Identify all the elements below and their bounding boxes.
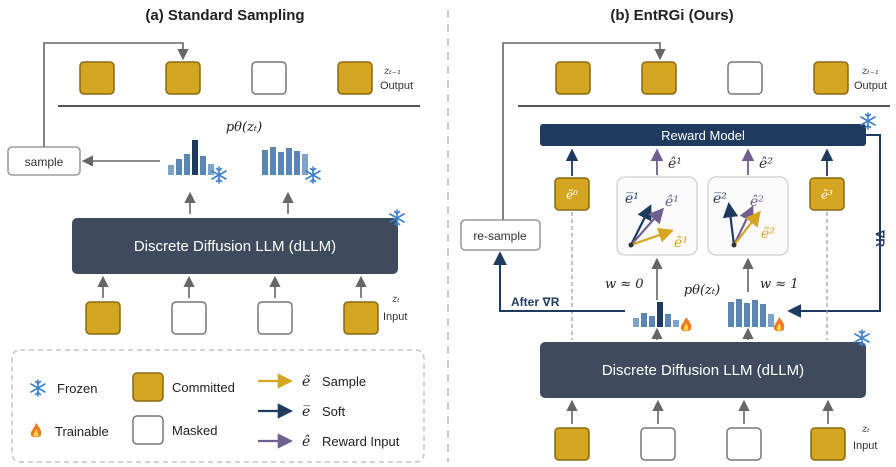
legend-sample: Sample (322, 374, 366, 389)
dllm-label: Discrete Diffusion LLM (dLLM) (602, 362, 804, 379)
e-hat-2: ê² (759, 156, 773, 172)
resample-label: re-sample (473, 229, 527, 243)
output-label: Output (854, 80, 887, 92)
legend-soft: Soft (322, 404, 346, 419)
input-token (85, 301, 121, 335)
input-token (343, 301, 379, 335)
vec1-hat-label: ê¹ (665, 194, 679, 210)
reward-model-label: Reward Model (661, 128, 745, 143)
dllm-box (540, 342, 866, 398)
w1-label: w ≈ 1 (760, 277, 799, 292)
input-token (810, 427, 846, 461)
after-label: After ∇R (511, 295, 560, 309)
panel-a-title: (a) Standard Sampling (145, 7, 304, 24)
output-token (337, 61, 373, 95)
legend-frozen: Frozen (57, 381, 97, 396)
gradient-label: ∇R (873, 230, 887, 247)
output-label: Output (380, 80, 413, 92)
legend-masked-swatch (132, 415, 164, 445)
vec1-tilde-label: ẽ¹ (674, 235, 688, 251)
output-token (555, 61, 591, 95)
legend-committed: Committed (172, 380, 235, 395)
legend-sample-sym: ẽ (302, 374, 311, 390)
output-token (251, 61, 287, 95)
legend-committed-swatch (132, 372, 164, 402)
resample-box (460, 219, 541, 251)
vec1-sample (630, 227, 674, 247)
vec1-soft (630, 204, 652, 246)
legend (11, 349, 425, 463)
e-tilde-0-token (554, 177, 590, 211)
sample-box (7, 146, 81, 176)
histogram-2 (262, 147, 308, 175)
gradient-path (787, 134, 881, 318)
dllm-label: Discrete Diffusion LLM (dLLM) (134, 238, 336, 255)
output-token (641, 61, 677, 95)
input-token (640, 427, 676, 461)
snowflake-icon (305, 166, 321, 184)
flame-icon (773, 317, 785, 332)
e-tilde-0: ẽ⁰ (566, 188, 578, 202)
histogram-1 (168, 140, 214, 175)
vec1-reward (630, 207, 665, 246)
input-token (554, 427, 590, 461)
sample-label: sample (25, 155, 64, 169)
vec2-origin (731, 242, 737, 248)
vec1-bar-label: e̅¹ (625, 191, 639, 207)
legend-reward-input: Reward Input (322, 434, 400, 449)
vec2-soft (722, 201, 739, 246)
e-tilde-3: ẽ³ (821, 188, 833, 202)
histogram-b1 (633, 302, 679, 327)
vec2-hat-label: ê² (750, 194, 764, 210)
e-hat-1: ê¹ (668, 156, 682, 172)
legend-masked: Masked (172, 423, 218, 438)
vec2-tilde-label: ẽ² (761, 226, 775, 242)
legend-reward-sym: ê (302, 434, 310, 450)
input-token (171, 301, 207, 335)
input-label: Input (853, 440, 877, 452)
input-label: Input (383, 311, 407, 323)
legend-trainable: Trainable (55, 424, 109, 439)
input-var: zₜ (391, 294, 400, 305)
vec1-origin (628, 242, 634, 248)
input-token (726, 427, 762, 461)
output-token (165, 61, 201, 95)
dllm-box (72, 218, 398, 274)
w0-label: w ≈ 0 (605, 277, 644, 292)
loop-arrow (502, 42, 666, 225)
output-token (79, 61, 115, 95)
e-tilde-3-token (809, 177, 845, 211)
legend-soft-sym: e̅ (302, 404, 310, 420)
histogram-b2 (728, 299, 774, 327)
input-var: zₜ (861, 424, 870, 435)
reward-model-box (540, 124, 866, 146)
vec2-bar-label: e̅² (713, 191, 727, 207)
dist-label: pθ(zₜ) (226, 120, 262, 135)
vec2-sample (733, 210, 761, 246)
snowflake-icon (211, 166, 227, 184)
flame-icon (680, 317, 692, 332)
output-token (813, 61, 849, 95)
loop-arrow (43, 42, 189, 150)
output-var: zₜ₋₁ (383, 66, 401, 77)
output-token (727, 61, 763, 95)
panel-b-title: (b) EntRGi (Ours) (610, 7, 733, 24)
after-grad-arrow (493, 251, 625, 312)
input-token (257, 301, 293, 335)
dist-label: pθ(zₜ) (684, 283, 720, 298)
output-var: zₜ₋₁ (861, 66, 879, 77)
